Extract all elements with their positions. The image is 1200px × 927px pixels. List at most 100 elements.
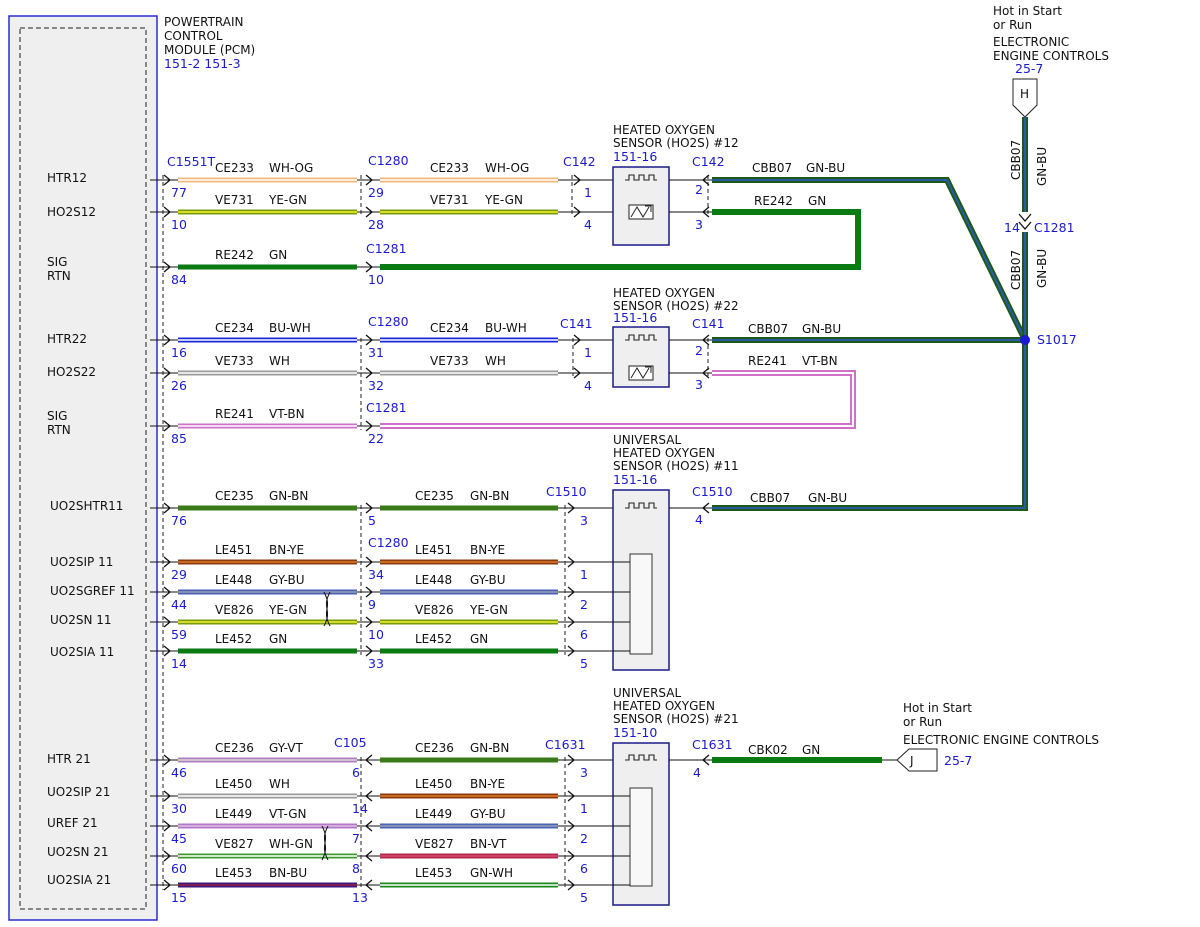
pcm-pin-label: SIG <box>47 409 67 423</box>
bot-ref: 25-7 <box>944 753 972 768</box>
connector-arrow <box>701 334 710 346</box>
connector-arrow <box>163 367 172 379</box>
wire-color-2: BN-YE <box>470 543 505 557</box>
wire-color-1: WH <box>269 777 290 791</box>
pcm-pin-number: 44 <box>171 597 187 612</box>
wire-color-1: WH-GN <box>269 837 313 851</box>
wire-circuit-2: VE731 <box>430 193 469 207</box>
sensor-pin-number: 5 <box>580 890 588 905</box>
pcm-pin-number: 29 <box>171 567 187 582</box>
sensor-pin-number: 4 <box>584 217 592 232</box>
connector-arrow <box>567 616 576 628</box>
wire-color-2: GN-WH <box>470 866 513 880</box>
wire-color-1: VT-GN <box>269 807 306 821</box>
cbb07-s11-wire-stripe <box>712 340 1026 509</box>
c1281-arrow <box>1018 213 1032 222</box>
wire-color-1: GN-BN <box>269 489 308 503</box>
pcm-pin-label: SIG <box>47 255 67 269</box>
connector-arrow <box>701 754 710 766</box>
pcm-pin-label: UO2SIP 21 <box>47 785 110 799</box>
mid-pin-number: 31 <box>368 345 384 360</box>
c142-label-a: C142 <box>563 154 596 169</box>
connector-arrow <box>163 616 172 628</box>
wire-circuit-1: VE826 <box>215 603 254 617</box>
mid-pin-number: 10 <box>368 627 384 642</box>
re242-return-wire-stripe <box>380 211 859 268</box>
pcm-pin-label: UO2SIA 11 <box>50 645 114 659</box>
mid-pin-number: 33 <box>368 656 384 671</box>
feed-j-letter: J <box>909 754 914 768</box>
wire-circuit-1: CE234 <box>215 321 254 335</box>
connector-arrow <box>567 502 576 514</box>
gnbu-vert-label-1: GN-BU <box>1035 147 1049 186</box>
wire-circuit-1: CE236 <box>215 741 254 755</box>
mid-pin-number: 22 <box>368 431 384 446</box>
cbb07-vert-label-2: CBB07 <box>1009 250 1023 290</box>
sensor-pin-number: 2 <box>580 831 588 846</box>
c1510-label-a: C1510 <box>546 484 587 499</box>
c1281-arrow-2 <box>1018 221 1032 230</box>
s22-title-1: HEATED OXYGEN <box>613 286 715 300</box>
sensor-pin-number: 3 <box>580 513 588 528</box>
pcm-pin-label: RTN <box>47 423 71 437</box>
s12-title-1: HEATED OXYGEN <box>613 123 715 137</box>
w21-hot-color: GN <box>802 743 820 757</box>
feed-j-connector[interactable] <box>896 748 938 772</box>
sensing-cell <box>628 365 654 381</box>
c141-label-a: C141 <box>560 316 593 331</box>
mid-pin-number: 14 <box>352 801 368 816</box>
connector-arrow <box>573 174 582 186</box>
sensor-pin-number: 5 <box>580 656 588 671</box>
sensor-pin-number: 2 <box>580 597 588 612</box>
w12-hot-label: CBB07 <box>752 161 792 175</box>
mid-pin-number: 32 <box>368 378 384 393</box>
splice-s1017-dot[interactable] <box>1020 335 1030 345</box>
bot-eec: ELECTRONIC ENGINE CONTROLS <box>903 733 1099 747</box>
s11-title-3: SENSOR (HO2S) #11 <box>613 459 739 473</box>
s12-title-2: SENSOR (HO2S) #12 <box>613 136 739 150</box>
s12-pin-3: 3 <box>695 217 703 232</box>
feed-h-connector[interactable] <box>1012 78 1038 118</box>
mid-pin-number: 7 <box>352 831 360 846</box>
pcm-pin-label: HTR22 <box>47 332 87 346</box>
connector-arrow <box>567 645 576 657</box>
s22-title-2: SENSOR (HO2S) #22 <box>613 299 739 313</box>
gnbu-vert-label-2: GN-BU <box>1035 249 1049 288</box>
sensor-pin-number: 1 <box>584 345 592 360</box>
wire-color-1: GN <box>269 632 287 646</box>
mid-pin-number: 28 <box>368 217 384 232</box>
s22-ref: 151-16 <box>613 310 657 325</box>
w12-ret-label: RE242 <box>754 194 793 208</box>
wire-circuit-1: CE233 <box>215 161 254 175</box>
pcm-pin-label: RTN <box>47 269 71 283</box>
s21-title-1: UNIVERSAL <box>613 686 681 700</box>
wire-circuit-1: LE451 <box>215 543 252 557</box>
s11-pin-4: 4 <box>695 512 703 527</box>
splice-label: S1017 <box>1037 332 1077 347</box>
c1281-label-a: C1281 <box>366 241 407 256</box>
mid-pin-number: 34 <box>368 567 384 582</box>
sensor-pin-number: 1 <box>580 801 588 816</box>
wire-color-2: GN <box>470 632 488 646</box>
wire-color-1: BN-YE <box>269 543 304 557</box>
wire-circuit-1: LE452 <box>215 632 252 646</box>
pcm-pin-number: 30 <box>171 801 187 816</box>
pcm-pin-number: 10 <box>171 217 187 232</box>
connector-arrow <box>567 586 576 598</box>
bot-hot-1: Hot in Start <box>903 701 972 715</box>
twisted-pair-mark <box>323 591 331 627</box>
connector-arrow <box>163 556 172 568</box>
pcm-pin-label: UO2SIP 11 <box>50 555 113 569</box>
connector-arrow <box>163 586 172 598</box>
pcm-module[interactable] <box>8 15 158 921</box>
wire-circuit-2: LE451 <box>415 543 452 557</box>
pcm-title-2: CONTROL <box>164 29 223 43</box>
pcm-title-3: MODULE (PCM) <box>164 43 255 57</box>
wire-color-1: BU-WH <box>269 321 311 335</box>
wire-color-2: GN-BN <box>470 489 509 503</box>
w11-hot-color: GN-BU <box>808 491 847 505</box>
w12-hot-color: GN-BU <box>806 161 845 175</box>
feed-h-letter: H <box>1020 87 1029 101</box>
connector-arrow <box>701 206 710 218</box>
